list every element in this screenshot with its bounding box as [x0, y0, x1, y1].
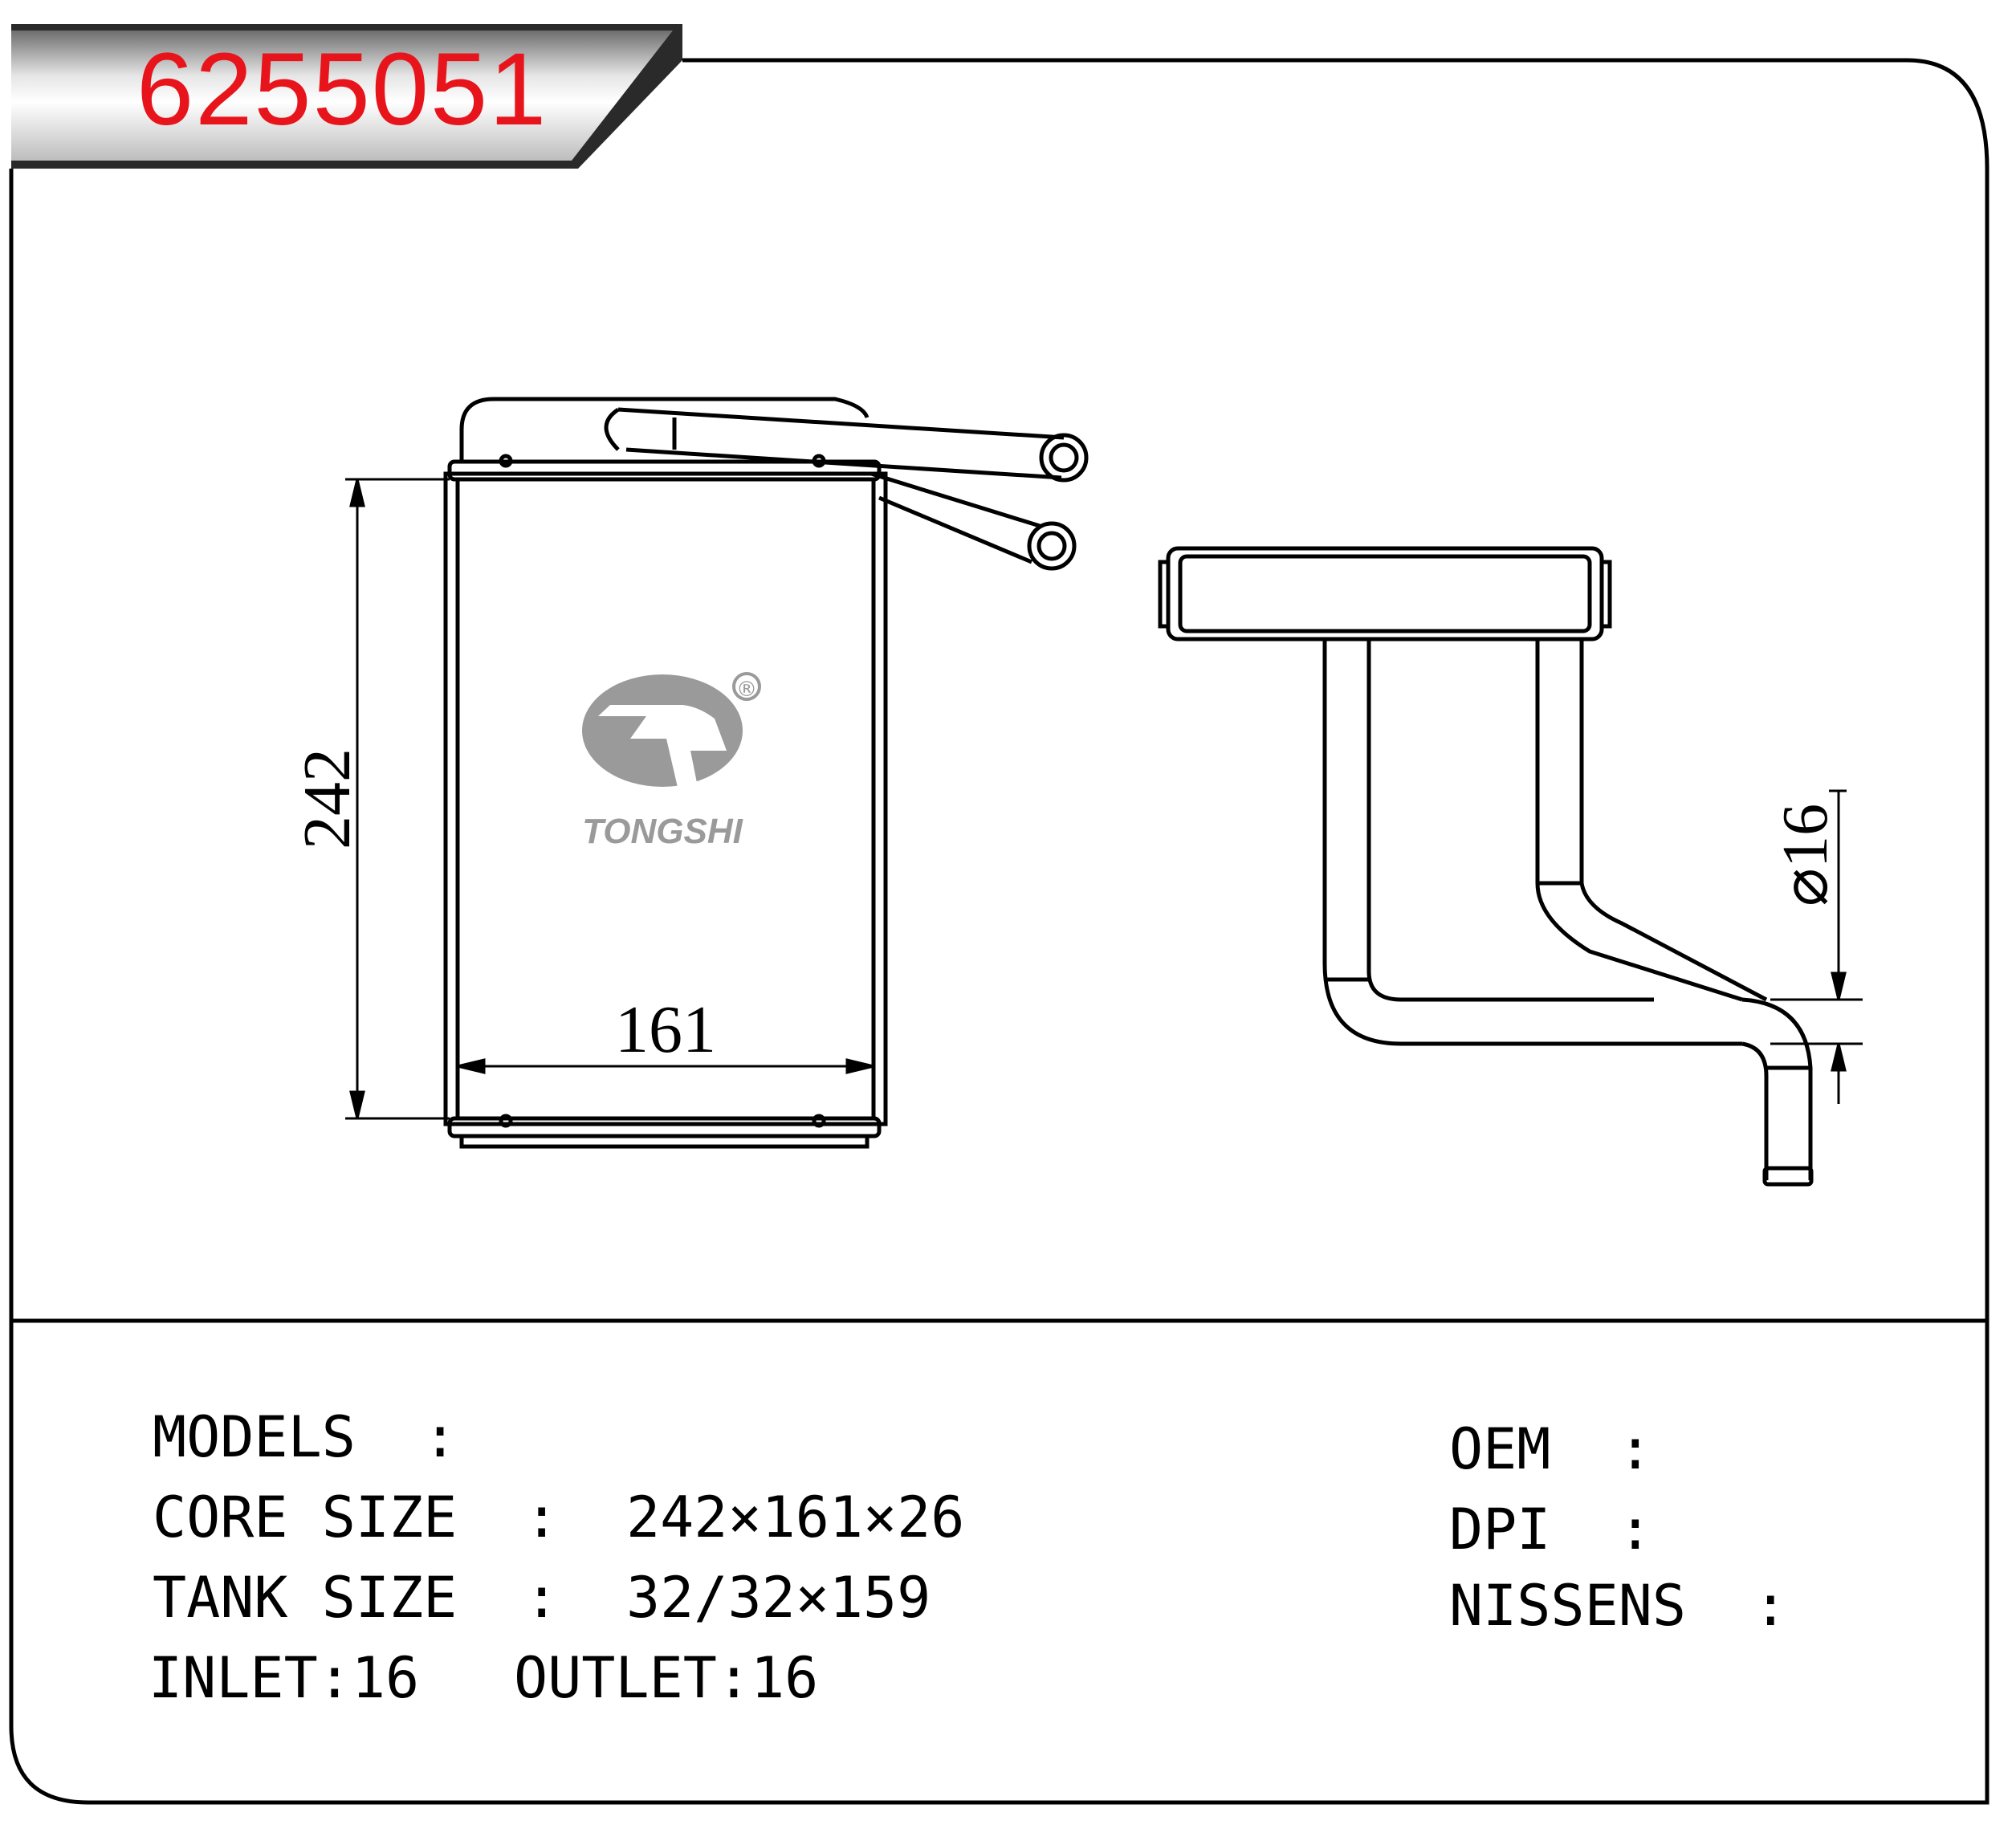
- tongshi-logo: [582, 672, 761, 791]
- front-view: [443, 397, 1089, 1149]
- spec-outlet: OUTLET:16: [514, 1645, 819, 1711]
- logo-cutout: [598, 705, 727, 791]
- spec-core-size: CORE SIZE : 242×161×26: [153, 1485, 965, 1550]
- height-dimension-label: 242: [290, 748, 365, 849]
- registered-mark-circle: [732, 672, 761, 701]
- logo-registered-symbol: ®: [736, 678, 757, 702]
- outer-frame: [9, 58, 1990, 1805]
- spec-nissens: NISSENS :: [1449, 1573, 1788, 1639]
- spec-dpi: DPI :: [1449, 1497, 1652, 1562]
- part-number: 6255051: [136, 32, 548, 147]
- spec-tank-size: TANK SIZE : 32/32×159: [153, 1565, 931, 1631]
- diameter-dimension-label: ⌀16: [1770, 804, 1841, 906]
- dimension-lines: [345, 478, 874, 1120]
- spec-inlet: INLET:16: [149, 1645, 420, 1711]
- diameter-dimension: [1770, 789, 1863, 1104]
- logo-brand-text: TONGSHI: [582, 812, 743, 851]
- spec-models: MODELS :: [153, 1404, 458, 1470]
- width-dimension-label: 161: [615, 992, 716, 1067]
- spec-oem: OEM :: [1449, 1416, 1652, 1482]
- part-number-banner: [11, 24, 682, 169]
- side-view: [1158, 546, 1814, 1187]
